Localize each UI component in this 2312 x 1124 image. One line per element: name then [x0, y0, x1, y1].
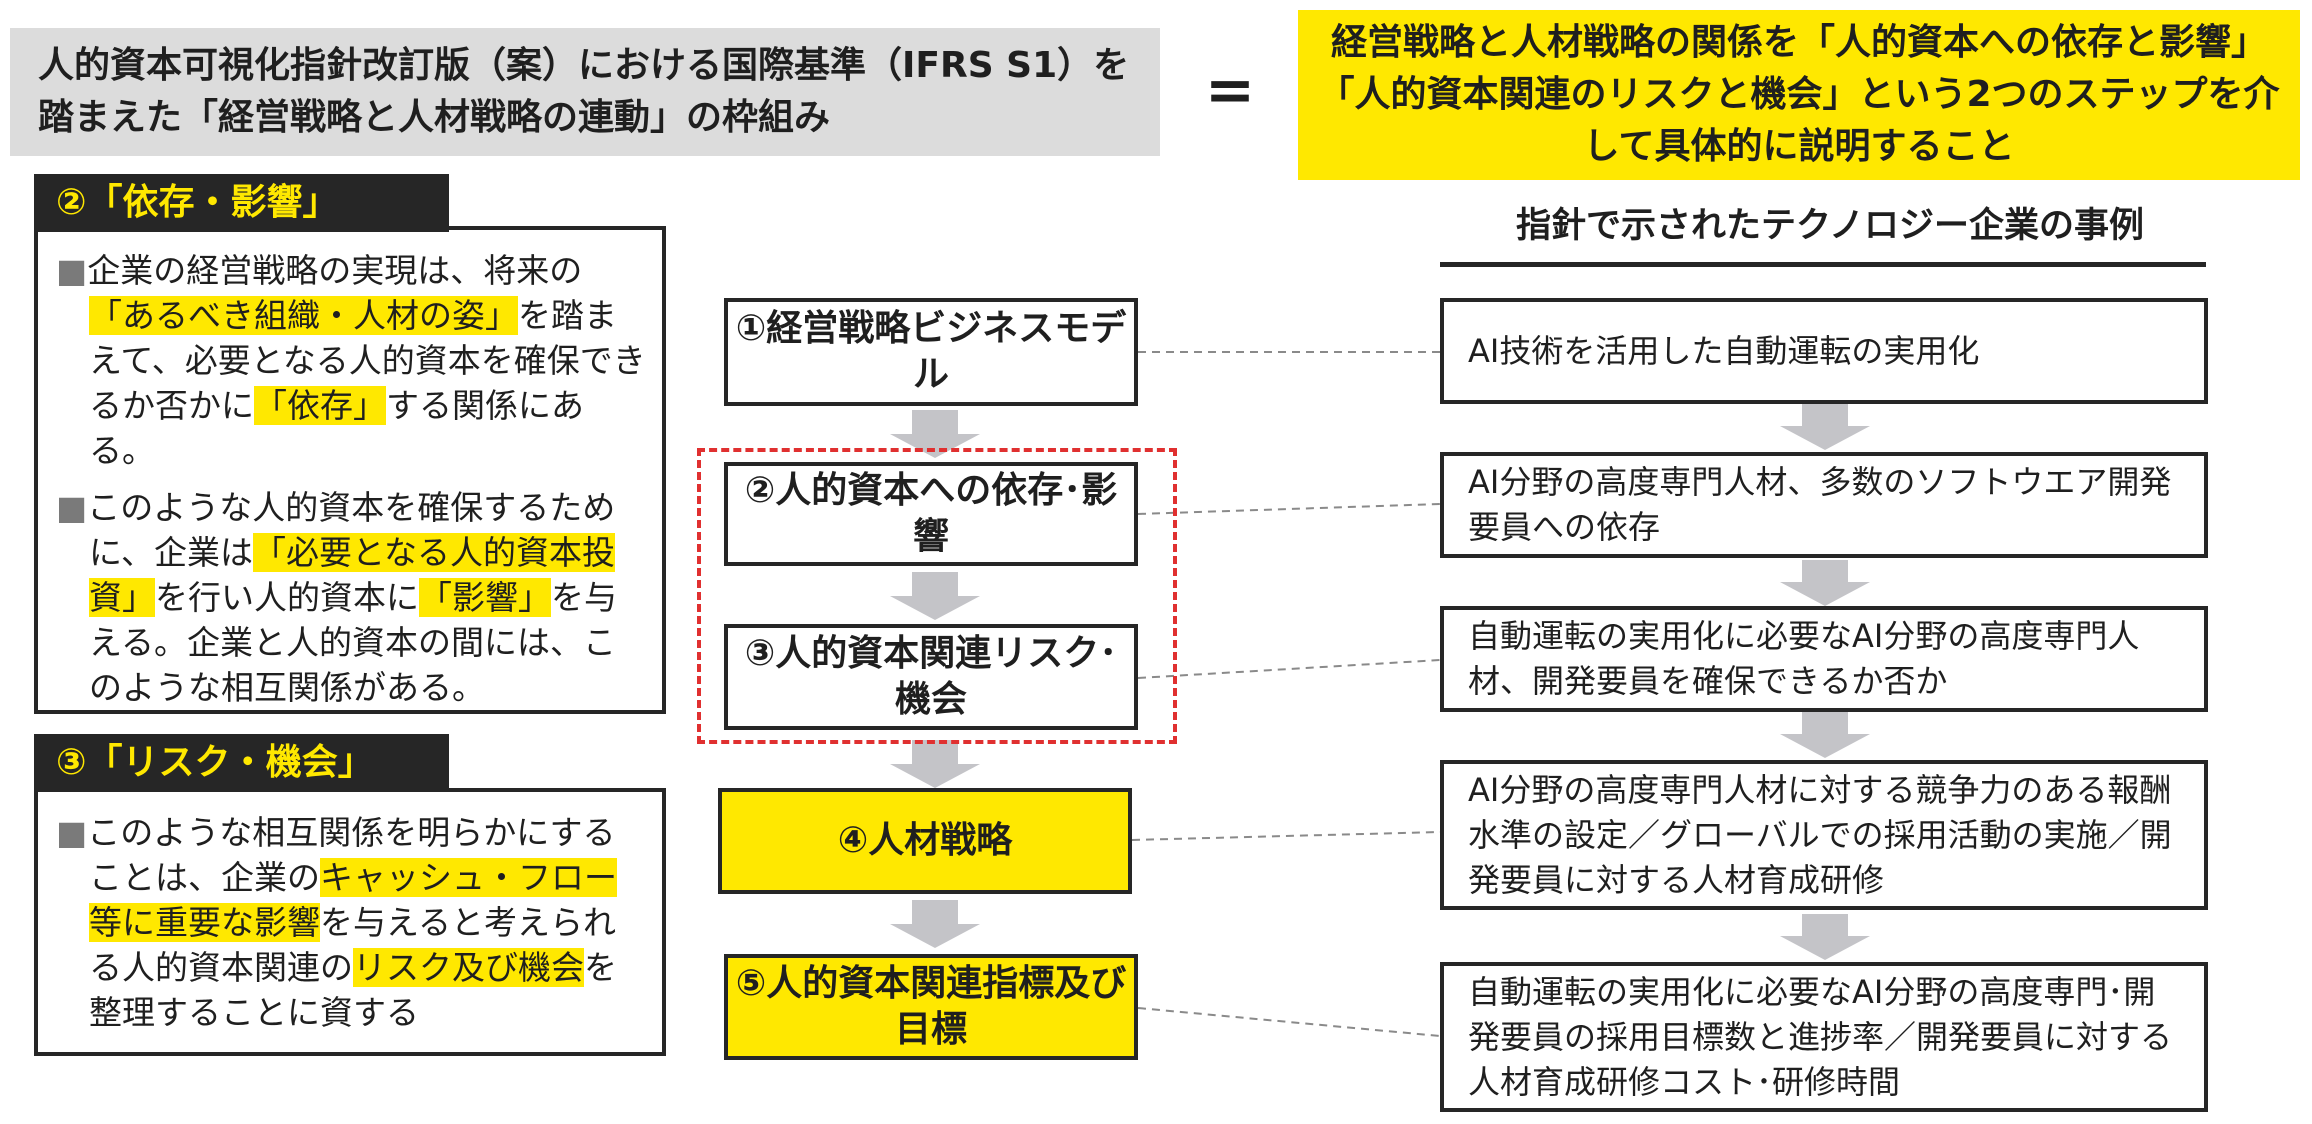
- dependence-panel: ■企業の経営戦略の実現は、将来の「あるべき組織・人材の姿」を踏まえて、必要となる…: [34, 226, 666, 714]
- summary-banner: 経営戦略と人材戦略の関係を「人的資本への依存と影響」「人的資本関連のリスクと機会…: [1298, 10, 2300, 180]
- bullet-icon: ■: [56, 251, 88, 290]
- risk-paragraph-1: ■このような相互関係を明らかにすることは、企業のキャッシュ・フロー等に重要な影響…: [56, 813, 617, 1032]
- example-item: AI技術を活用した自動運転の実用化: [1440, 298, 2208, 404]
- example-heading: 指針で示されたテクノロジー企業の事例: [1516, 206, 2144, 246]
- bullet-icon: ■: [56, 813, 88, 852]
- flow-step-dependence: ②人的資本への依存･影響: [724, 462, 1138, 566]
- down-arrow-icon: [1780, 404, 1870, 450]
- flow-step-metrics: ⑤人的資本関連指標及び目標: [724, 954, 1138, 1060]
- flow-step-strategy: ①経営戦略ビジネスモデル: [724, 298, 1138, 406]
- flow-step-risk: ③人的資本関連リスク･機会: [724, 624, 1138, 730]
- risk-panel: ■このような相互関係を明らかにすることは、企業のキャッシュ・フロー等に重要な影響…: [34, 788, 666, 1056]
- down-arrow-icon: [890, 740, 980, 788]
- highlight: 「あるべき組織・人材の姿」: [89, 296, 518, 335]
- down-arrow-icon: [1780, 560, 1870, 606]
- flow-step-hr-strategy: ④人材戦略: [718, 788, 1132, 894]
- dependence-paragraph-1: ■企業の経営戦略の実現は、将来の「あるべき組織・人材の姿」を踏まえて、必要となる…: [56, 251, 646, 470]
- example-item: 自動運転の実用化に必要なAI分野の高度専門･開発要員の採用目標数と進捗率／開発要…: [1440, 962, 2208, 1112]
- down-arrow-icon: [890, 410, 980, 458]
- dependence-tag: ②「依存・影響」: [34, 174, 449, 232]
- down-arrow-icon: [890, 900, 980, 948]
- dependence-paragraph-2: ■このような人的資本を確保するために、企業は「必要となる人的資本投資」を行い人的…: [56, 488, 617, 707]
- risk-tag-number: ③: [56, 742, 87, 783]
- highlight: リスク及び機会: [353, 948, 584, 987]
- heading-divider: [1440, 262, 2206, 267]
- connector-line: [1137, 503, 1441, 515]
- connector-line: [1131, 831, 1441, 841]
- page-title: 人的資本可視化指針改訂版（案）における国際基準（IFRS S1）を踏まえた「経営…: [10, 28, 1160, 156]
- risk-tag: ③「リスク・機会」: [34, 734, 449, 792]
- down-arrow-icon: [1780, 914, 1870, 960]
- highlight: 「依存」: [254, 386, 386, 425]
- dependence-tag-label: 「依存・影響」: [86, 182, 339, 223]
- connector-line: [1137, 659, 1441, 679]
- risk-tag-label: 「リスク・機会」: [86, 742, 374, 783]
- risk-dependence-group-outline: [697, 448, 1177, 744]
- example-item: 自動運転の実用化に必要なAI分野の高度専門人材、開発要員を確保できるか否か: [1440, 606, 2208, 712]
- equals-sign: =: [1204, 55, 1256, 125]
- connector-line: [1137, 1007, 1441, 1037]
- highlight: 「影響」: [419, 578, 551, 617]
- down-arrow-icon: [1780, 712, 1870, 758]
- example-item: AI分野の高度専門人材に対する競争力のある報酬水準の設定／グローバルでの採用活動…: [1440, 760, 2208, 910]
- example-item: AI分野の高度専門人材、多数のソフトウエア開発要員への依存: [1440, 452, 2208, 558]
- dependence-tag-number: ②: [56, 182, 87, 223]
- bullet-icon: ■: [56, 488, 88, 527]
- down-arrow-icon: [890, 572, 980, 620]
